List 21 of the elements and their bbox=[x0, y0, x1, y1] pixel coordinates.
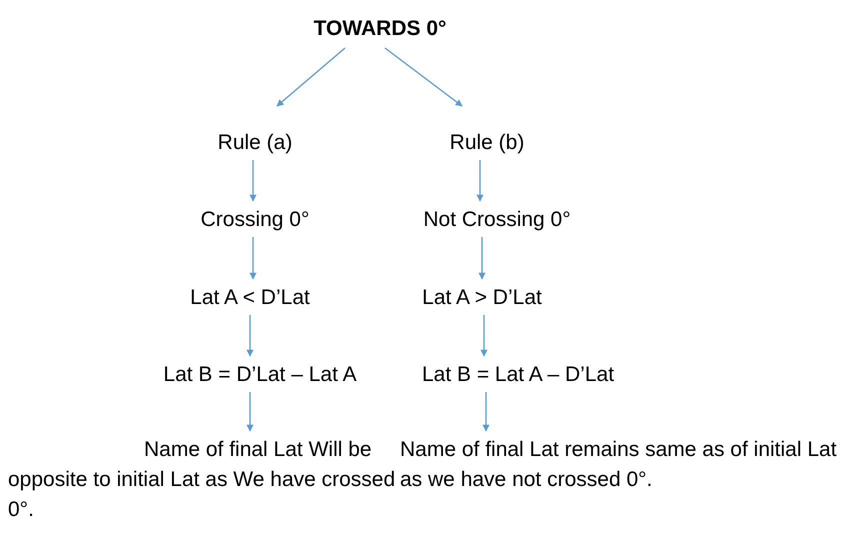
note-text: Name of final Lat Will be opposite to initial Lat as We have crossed 0°. bbox=[8, 437, 396, 523]
arrow bbox=[476, 160, 484, 202]
arrow bbox=[276, 48, 346, 106]
step-text: Rule (b) bbox=[450, 130, 524, 156]
arrow bbox=[480, 315, 488, 357]
arrow bbox=[250, 237, 256, 280]
step-text: Not Crossing 0° bbox=[423, 207, 571, 233]
arrow bbox=[478, 237, 486, 280]
step-text: Lat B = Lat A – D’Lat bbox=[422, 362, 614, 388]
arrow bbox=[384, 47, 463, 107]
arrow bbox=[482, 392, 490, 432]
note-text: Name of final Lat remains same as of initial Lat as we have not crossed 0°. bbox=[400, 437, 838, 493]
step-text: Lat B = D’Lat – Lat A bbox=[163, 362, 357, 388]
step-text: Lat A > D’Lat bbox=[422, 285, 542, 311]
arrow bbox=[246, 315, 254, 357]
step-text: Rule (a) bbox=[218, 130, 292, 156]
arrow bbox=[246, 392, 254, 432]
arrow bbox=[250, 160, 256, 202]
step-text: Lat A < D’Lat bbox=[190, 285, 310, 311]
step-text: Crossing 0° bbox=[200, 207, 310, 233]
heading-text: TOWARDS 0° bbox=[314, 16, 446, 42]
